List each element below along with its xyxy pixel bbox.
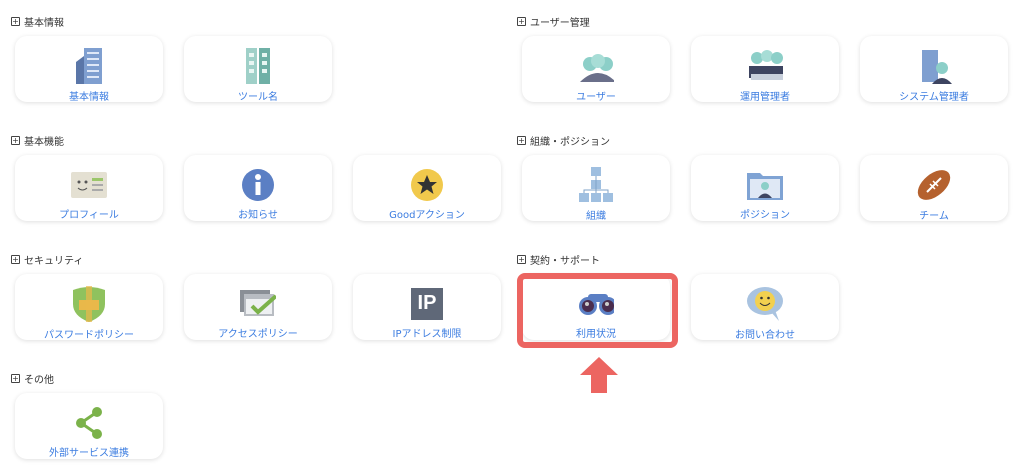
- section-title: セキュリティ: [24, 256, 84, 267]
- expand-icon[interactable]: +: [517, 255, 526, 264]
- info-icon: [240, 167, 276, 202]
- card-position[interactable]: ポジション: [691, 155, 839, 221]
- expand-icon[interactable]: +: [517, 17, 526, 26]
- building-icon: [71, 48, 107, 84]
- card-contact[interactable]: お問い合わせ: [691, 274, 839, 341]
- section-header-basic-functions: + 基本機能: [11, 133, 64, 148]
- card-label: 外部サービス連携: [49, 448, 129, 459]
- card-profile[interactable]: プロフィール: [15, 155, 163, 221]
- ip-icon-text: IP: [411, 287, 443, 320]
- card-operation-admin[interactable]: 運用管理者: [691, 36, 839, 103]
- binoculars-icon: [578, 286, 614, 321]
- ip-icon: IP: [409, 286, 445, 321]
- section-header-organization: + 組織・ポジション: [517, 133, 610, 148]
- section-title: 組織・ポジション: [530, 137, 610, 148]
- card-label: 利用状況: [576, 329, 616, 340]
- card-password-policy[interactable]: パスワードポリシー: [15, 274, 163, 341]
- tool-buildings-icon: [240, 48, 276, 84]
- section-header-basic-info: + 基本情報: [11, 14, 64, 29]
- card-label: Goodアクション: [389, 210, 465, 221]
- users-icon: [578, 48, 614, 84]
- card-tool-name[interactable]: ツール名: [184, 36, 332, 103]
- section-header-other: + その他: [11, 371, 54, 386]
- card-label: チーム: [919, 211, 949, 222]
- card-label: ポジション: [740, 210, 790, 221]
- expand-icon[interactable]: +: [11, 374, 20, 383]
- football-icon: [916, 167, 952, 203]
- card-label: 組織: [586, 211, 606, 222]
- folder-person-icon: [747, 167, 783, 202]
- smiley-speech-icon: [747, 286, 783, 322]
- expand-icon[interactable]: +: [11, 136, 20, 145]
- card-access-policy[interactable]: アクセスポリシー: [184, 274, 332, 340]
- org-chart-icon: [578, 167, 614, 203]
- section-title: ユーザー管理: [530, 18, 590, 29]
- section-header-contract-support: + 契約・サポート: [517, 252, 600, 267]
- card-team[interactable]: チーム: [860, 155, 1008, 222]
- card-label: お知らせ: [238, 210, 278, 221]
- system-admin-icon: [916, 48, 952, 84]
- card-label: ユーザー: [576, 92, 616, 103]
- window-check-icon: [240, 286, 276, 321]
- card-label: システム管理者: [899, 92, 969, 103]
- card-system-admin[interactable]: システム管理者: [860, 36, 1008, 103]
- card-organization[interactable]: 組織: [522, 155, 670, 222]
- card-notice[interactable]: お知らせ: [184, 155, 332, 221]
- section-header-security: + セキュリティ: [11, 252, 83, 267]
- card-label: プロフィール: [59, 210, 119, 221]
- expand-icon[interactable]: +: [517, 136, 526, 145]
- card-ip-restriction[interactable]: IP IPアドレス制限: [353, 274, 501, 340]
- card-label: ツール名: [238, 92, 278, 103]
- card-label: 基本情報: [69, 92, 109, 103]
- star-badge-icon: [409, 167, 445, 202]
- card-label: 運用管理者: [740, 92, 790, 103]
- card-external-services[interactable]: 外部サービス連携: [15, 393, 163, 459]
- card-usage-status[interactable]: 利用状況: [522, 274, 670, 340]
- card-label: パスワードポリシー: [44, 330, 134, 341]
- section-title: その他: [24, 375, 54, 386]
- up-arrow-icon: [580, 357, 618, 393]
- section-title: 基本情報: [24, 18, 64, 29]
- card-label: アクセスポリシー: [218, 329, 298, 340]
- shield-icon: [71, 286, 107, 322]
- profile-card-icon: [71, 167, 107, 202]
- card-label: IPアドレス制限: [392, 329, 462, 340]
- section-title: 基本機能: [24, 137, 64, 148]
- card-label: お問い合わせ: [735, 330, 795, 341]
- section-title: 契約・サポート: [530, 256, 600, 267]
- card-good-action[interactable]: Goodアクション: [353, 155, 501, 221]
- expand-icon[interactable]: +: [11, 17, 20, 26]
- expand-icon[interactable]: +: [11, 255, 20, 264]
- section-header-user-management: + ユーザー管理: [517, 14, 590, 29]
- operators-icon: [747, 48, 783, 84]
- card-users[interactable]: ユーザー: [522, 36, 670, 103]
- share-icon: [71, 405, 107, 440]
- card-basic-info[interactable]: 基本情報: [15, 36, 163, 103]
